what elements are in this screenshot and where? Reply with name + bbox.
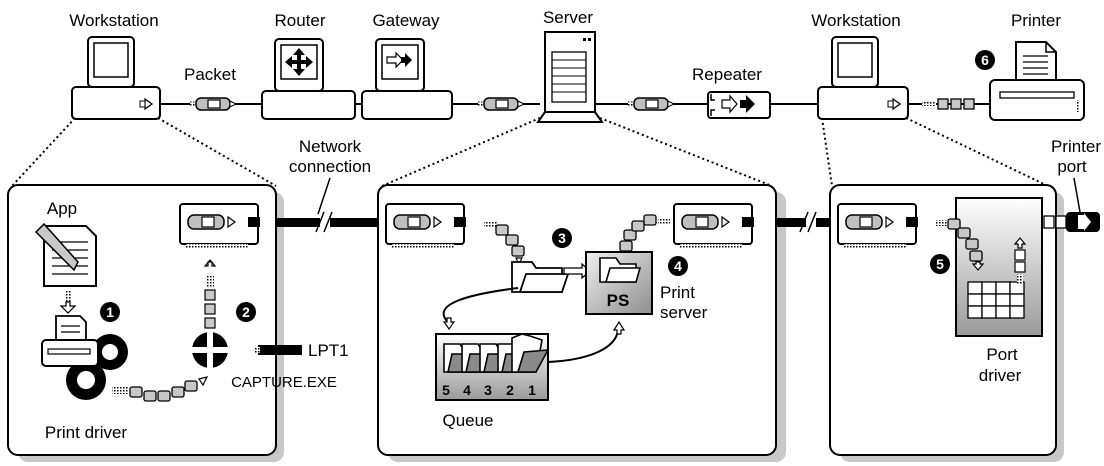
app-label: App: [47, 199, 77, 218]
lpt1-label: LPT1: [308, 341, 349, 360]
queue-slot-2: 2: [506, 382, 514, 398]
step-6-number: 6: [981, 52, 989, 68]
packet-label: Packet: [184, 65, 236, 84]
printer-port-label-line2: port: [1057, 157, 1087, 176]
folder-to-queue-curve: [442, 287, 519, 323]
step-3-badge: [552, 228, 572, 248]
step-2-badge: [236, 302, 256, 322]
network-card-1: [179, 203, 261, 249]
print-queue-icon: [435, 333, 550, 401]
step-4-number: 4: [674, 258, 682, 274]
printer-port-leader: [1073, 177, 1081, 213]
step-4-badge: [668, 256, 688, 276]
router-label: Router: [274, 11, 325, 30]
incoming-job-folder-icon: [511, 261, 570, 293]
repeater-icon: [707, 91, 771, 119]
queue-to-print-server-curve: [547, 329, 619, 363]
print-driver-icon: [41, 315, 128, 400]
server-chain-in: [484, 222, 525, 266]
queue-slot-1: 1: [528, 382, 536, 398]
capture-exe-label: CAPTURE.EXE: [231, 374, 337, 391]
app-document-icon: [34, 222, 97, 287]
repeater-label: Repeater: [692, 65, 762, 84]
network-connection-label-line2: connection: [289, 157, 371, 176]
queue-slot-4: 4: [463, 382, 471, 398]
port-driver-label-line2: driver: [979, 366, 1022, 385]
workstation-left-label: Workstation: [69, 11, 158, 30]
step-2-number: 2: [242, 304, 250, 320]
capture-redirect-icon: [190, 330, 230, 370]
zoom-lines: [11, 117, 1049, 187]
lpt1-port-icon: [254, 345, 302, 355]
step-5-number: 5: [936, 256, 944, 272]
print-server-icon: [585, 251, 653, 315]
port-driver-label-line1: Port: [986, 345, 1017, 364]
network-card-3: [673, 203, 755, 249]
printer-label: Printer: [1011, 11, 1061, 30]
capture-chain-up: [203, 259, 217, 329]
network-connection-label-line1: Network: [299, 137, 362, 156]
parallel-cable-icon: [922, 98, 975, 110]
queue-label: Queue: [442, 411, 493, 430]
step-3-number: 3: [558, 230, 566, 246]
router-icon: [261, 38, 356, 120]
printer-port-connector-icon: [1043, 212, 1100, 232]
network-connection-leader: [317, 177, 331, 215]
step-6-badge: [975, 50, 995, 70]
port-driver-icon: [955, 197, 1043, 337]
port-chain: [936, 218, 985, 271]
network-card-2: [385, 203, 467, 249]
server-icon: [536, 31, 604, 123]
data-stream-chain: [112, 376, 209, 402]
step-1-number: 1: [106, 304, 114, 320]
network-connection-cable: [276, 211, 830, 233]
step-5-badge: [930, 254, 950, 274]
print-server-label-line2: server: [660, 303, 708, 322]
print-server-label-line1: Print: [660, 283, 695, 302]
print-driver-label: Print driver: [45, 423, 128, 442]
network-card-4: [837, 203, 919, 249]
workstation-left-icon: [71, 36, 161, 120]
gateway-label: Gateway: [372, 11, 440, 30]
queue-slot-5: 5: [442, 382, 450, 398]
ps-label: PS: [607, 291, 630, 310]
gateway-icon: [361, 38, 453, 120]
packet-icon-2: [478, 97, 525, 111]
packet-icon: [190, 97, 237, 111]
packet-icon-3: [628, 97, 675, 111]
printer-icon: [989, 41, 1085, 121]
printer-port-label-line1: Printer: [1051, 137, 1101, 156]
server-label: Server: [543, 8, 593, 27]
queue-slot-3: 3: [484, 382, 492, 398]
server-chain-out: [619, 214, 670, 252]
workstation-right-icon: [817, 36, 909, 120]
workstation-right-label: Workstation: [811, 11, 900, 30]
step-1-badge: [100, 302, 120, 322]
